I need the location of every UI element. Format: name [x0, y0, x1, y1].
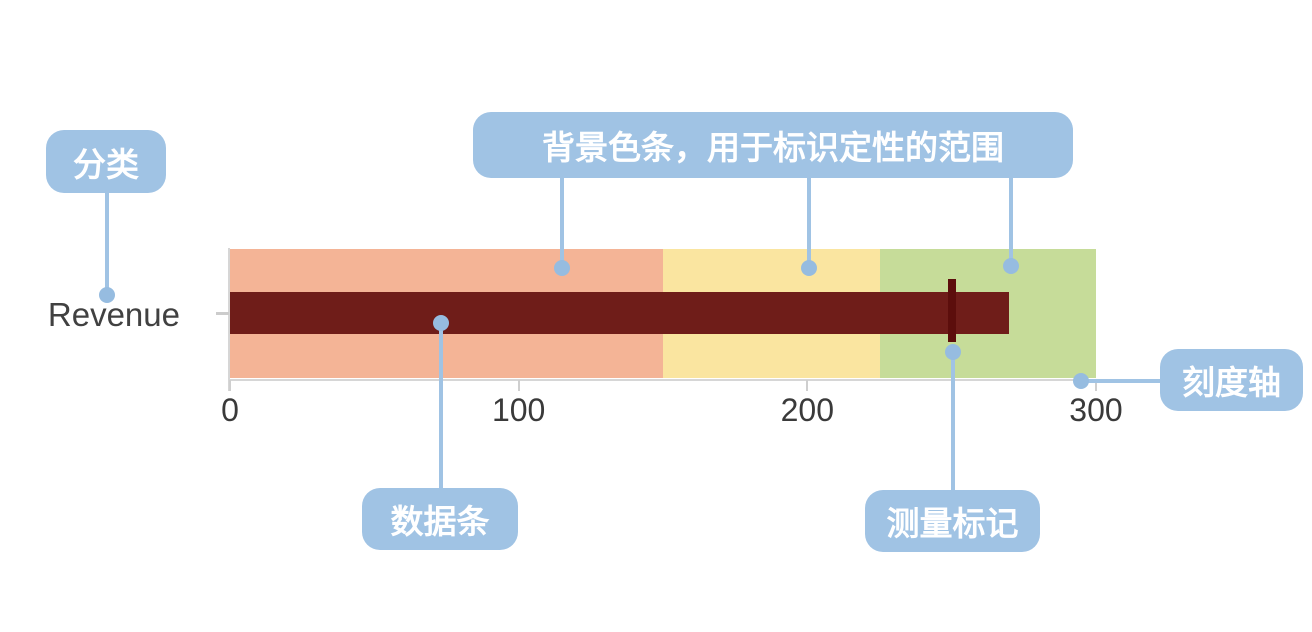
axis-leader-dot — [1073, 373, 1089, 389]
measure-marker — [947, 279, 956, 342]
data-bar-leader-dot — [433, 315, 449, 331]
y-axis-line — [228, 248, 230, 391]
category-leader-line — [105, 191, 109, 295]
x-axis-line — [228, 379, 1100, 381]
category-label: Revenue — [47, 296, 180, 333]
axis-tick-label: 0 — [221, 392, 239, 428]
data-bar — [230, 292, 1010, 334]
ranges-leader-dot-2 — [801, 260, 817, 276]
axis-tick — [1095, 380, 1097, 391]
marker-leader-line — [951, 352, 955, 491]
marker-leader-dot — [945, 344, 961, 360]
callout-background-ranges: 背景色条，用于标识定性的范围 — [473, 112, 1073, 178]
data-bar-leader-line — [439, 323, 443, 489]
axis-tick — [517, 380, 520, 391]
axis-tick-label: 100 — [491, 392, 546, 428]
callout-category: 分类 — [46, 130, 166, 193]
ranges-leader-line-2 — [807, 177, 811, 268]
axis-tick — [229, 380, 231, 391]
axis-tick-label: 300 — [1069, 392, 1123, 428]
callout-measure-marker: 测量标记 — [865, 490, 1040, 552]
ranges-leader-dot-3 — [1003, 258, 1019, 274]
callout-scale-axis: 刻度轴 — [1160, 349, 1303, 411]
callout-data-bar: 数据条 — [362, 488, 518, 550]
axis-tick — [806, 380, 809, 391]
axis-tick-label: 200 — [780, 392, 835, 428]
category-tick — [216, 312, 229, 315]
category-leader-dot — [99, 287, 115, 303]
ranges-leader-dot-1 — [554, 260, 570, 276]
axis-leader-line — [1081, 379, 1160, 383]
ranges-leader-line-3 — [1009, 177, 1013, 266]
ranges-leader-line-1 — [560, 177, 564, 268]
